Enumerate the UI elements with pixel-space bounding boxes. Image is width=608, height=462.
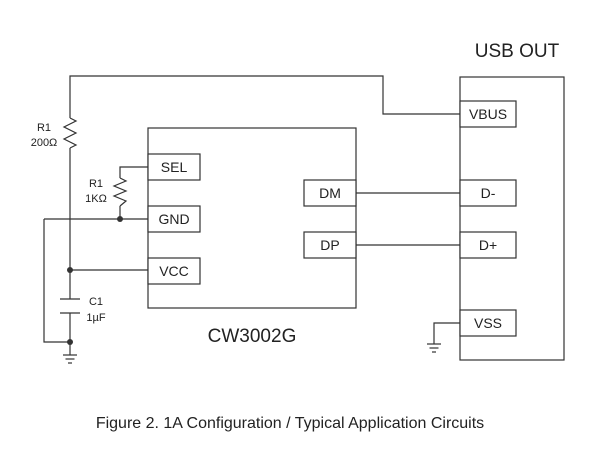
usb-pin-vbus-label: VBUS — [469, 106, 507, 122]
r1-1k-value: 1KΩ — [85, 193, 107, 205]
resistor-r1-200-symbol — [62, 117, 78, 149]
chip-pin-gnd-label: GND — [158, 211, 189, 227]
junction-dot-gnd — [117, 216, 123, 222]
chip-pin-vcc: VCC — [147, 257, 201, 285]
r1-200-value: 200Ω — [31, 137, 58, 149]
r1-1k-ref: R1 — [89, 178, 103, 190]
ground-symbol-left — [63, 354, 77, 364]
r1-200-ref: R1 — [37, 122, 51, 134]
resistor-r1-1k-symbol — [112, 177, 128, 207]
figure-caption: Figure 2. 1A Configuration / Typical App… — [96, 415, 484, 432]
c1-ref: C1 — [89, 296, 103, 308]
usb-pin-vss-label: VSS — [474, 315, 502, 331]
ground-symbol-right — [427, 343, 441, 353]
chip-pin-gnd: GND — [147, 205, 201, 233]
vss-ground-wire — [433, 322, 460, 344]
usb-pin-vbus: VBUS — [459, 100, 517, 128]
c1-value: 1µF — [86, 312, 105, 324]
usb-pin-dminus-label: D- — [481, 185, 496, 201]
chip-pin-vcc-label: VCC — [159, 263, 189, 279]
chip-pin-dm-label: DM — [319, 185, 341, 201]
chip-pin-sel: SEL — [147, 153, 201, 181]
usb-pin-dminus: D- — [459, 179, 517, 207]
usb-pin-dplus: D+ — [459, 231, 517, 259]
usb-pin-dplus-label: D+ — [479, 237, 497, 253]
chip-pin-dp: DP — [303, 231, 357, 259]
chip-pin-dp-label: DP — [320, 237, 339, 253]
chip-pin-dm: DM — [303, 179, 357, 207]
usb-out-title: USB OUT — [475, 41, 560, 62]
gnd-loop-wire — [43, 219, 70, 343]
junction-dot-ground — [67, 339, 73, 345]
usb-pin-vss: VSS — [459, 309, 517, 337]
chip-pin-sel-label: SEL — [161, 159, 188, 175]
junction-dot-vcc — [67, 267, 73, 273]
vbus-wire — [69, 75, 460, 118]
chip-name: CW3002G — [208, 326, 297, 347]
sel-wire — [119, 166, 148, 178]
